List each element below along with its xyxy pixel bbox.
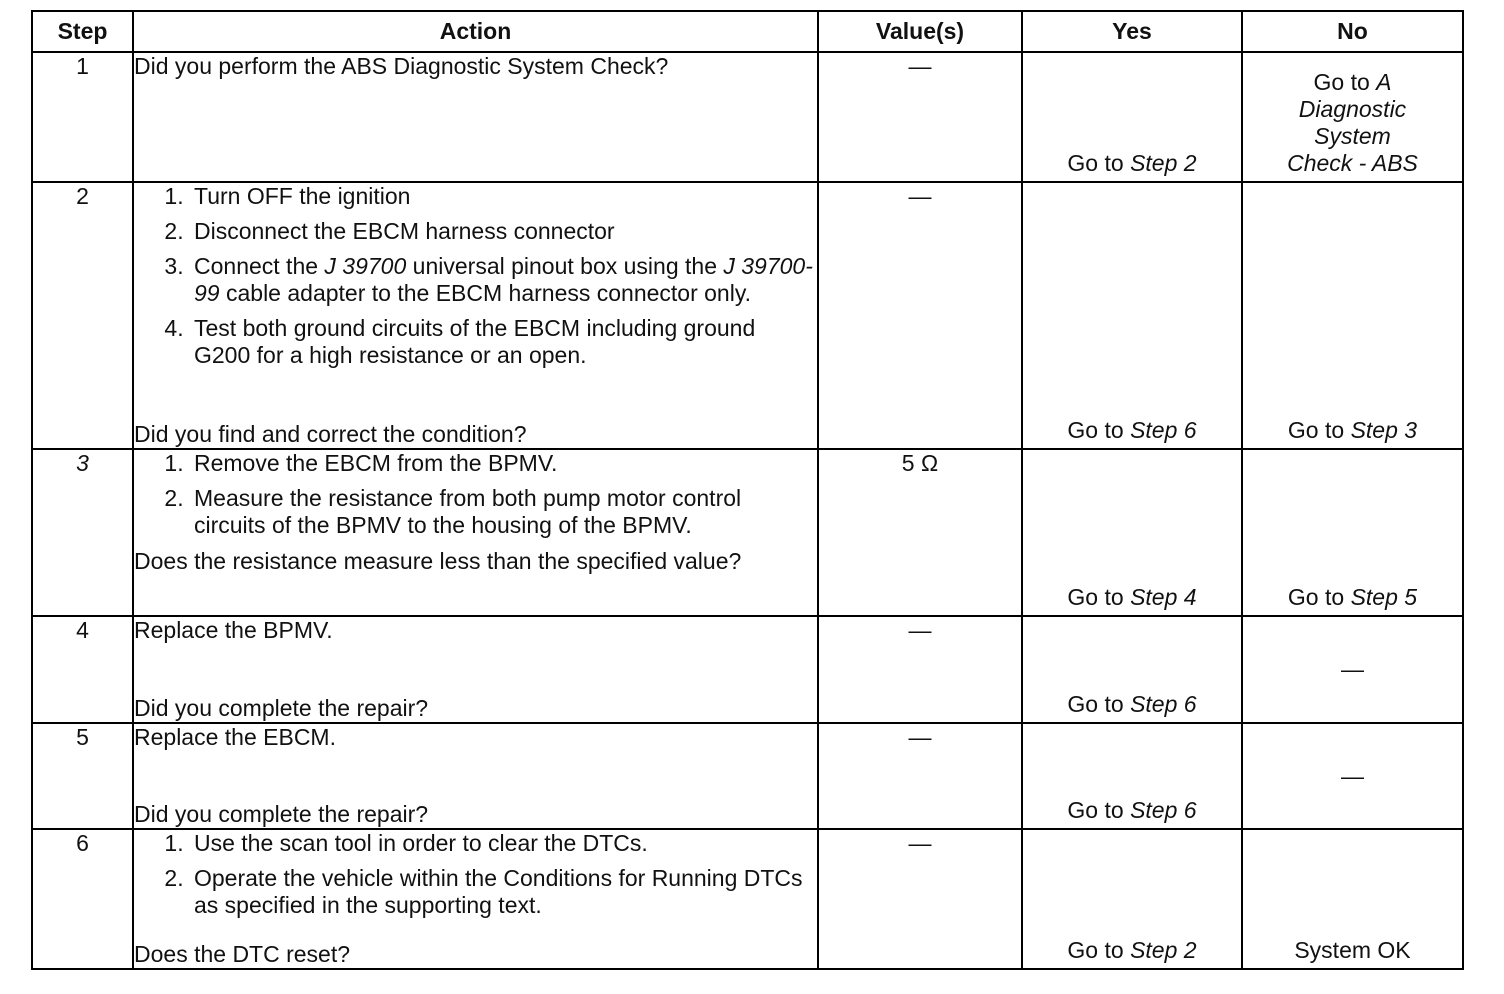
table-row: 1 Did you perform the ABS Diagnostic Sys… [31, 51, 1464, 183]
yes-cell: Go to Step 4 [1021, 448, 1243, 617]
no-ref: System OK [1294, 937, 1411, 963]
header-step: Step [31, 10, 134, 53]
action-cell: Use the scan tool in order to clear the … [132, 828, 819, 970]
yes-ref: Go to Step 6 [1067, 417, 1197, 443]
no-cell: Go to Step 5 [1241, 448, 1464, 617]
action-cell: Did you perform the ABS Diagnostic Syste… [132, 51, 819, 183]
value-cell: — [817, 51, 1023, 183]
no-cell: Go to Step 3 [1241, 181, 1464, 450]
header-row: Step Action Value(s) Yes No [31, 10, 1464, 53]
header-yes: Yes [1021, 10, 1243, 53]
step-number: 2 [31, 181, 134, 450]
step-number: 6 [31, 828, 134, 970]
yes-cell: Go to Step 6 [1021, 722, 1243, 830]
action-cell: Replace the BPMV. Did you complete the r… [132, 615, 819, 724]
yes-cell: Go to Step 6 [1021, 615, 1243, 724]
no-cell: System OK [1241, 828, 1464, 970]
yes-ref: Go to Step 6 [1067, 691, 1197, 717]
yes-ref: Go to Step 2 [1067, 150, 1197, 176]
action-cell: Turn OFF the ignition Disconnect the EBC… [132, 181, 819, 450]
yes-cell: Go to Step 2 [1021, 51, 1243, 183]
table-row: 5 Replace the EBCM. Did you complete the… [31, 722, 1464, 830]
action-step: Use the scan tool in order to clear the … [190, 830, 817, 857]
table-row: 6 Use the scan tool in order to clear th… [31, 828, 1464, 970]
no-ref: Go to A Diagnostic System Check - ABS [1287, 69, 1418, 176]
header-no: No [1241, 10, 1464, 53]
step-number: 3 [31, 448, 134, 617]
header-values: Value(s) [817, 10, 1023, 53]
action-question: Does the DTC reset? [134, 941, 351, 967]
no-cell: — [1241, 615, 1464, 724]
action-step: Test both ground circuits of the EBCM in… [190, 315, 817, 369]
yes-cell: Go to Step 6 [1021, 181, 1243, 450]
action-lead: Replace the EBCM. [134, 724, 336, 750]
action-step: Operate the vehicle within the Condition… [190, 865, 817, 919]
table-row: 2 Turn OFF the ignition Disconnect the E… [31, 181, 1464, 450]
action-question: Does the resistance measure less than th… [134, 548, 742, 574]
step-number: 4 [31, 615, 134, 724]
step-number: 5 [31, 722, 134, 830]
value-cell: — [817, 181, 1023, 450]
table-row: 4 Replace the BPMV. Did you complete the… [31, 615, 1464, 724]
yes-ref: Go to Step 6 [1067, 797, 1197, 823]
no-ref: Go to Step 5 [1287, 584, 1418, 610]
yes-ref: Go to Step 2 [1067, 937, 1197, 963]
table-row: 3 Remove the EBCM from the BPMV. Measure… [31, 448, 1464, 617]
action-steps: Remove the EBCM from the BPMV. Measure t… [134, 450, 817, 543]
action-question: Did you complete the repair? [134, 695, 429, 721]
action-question: Did you complete the repair? [134, 801, 429, 827]
header-action: Action [132, 10, 819, 53]
action-lead: Replace the BPMV. [134, 617, 333, 643]
no-cell: — [1241, 722, 1464, 830]
yes-cell: Go to Step 2 [1021, 828, 1243, 970]
value-cell: — [817, 828, 1023, 970]
no-cell: Go to A Diagnostic System Check - ABS [1241, 51, 1464, 183]
yes-ref: Go to Step 4 [1067, 584, 1197, 610]
action-step: Remove the EBCM from the BPMV. [190, 450, 817, 477]
action-cell: Replace the EBCM. Did you complete the r… [132, 722, 819, 830]
no-ref: Go to Step 3 [1287, 417, 1418, 443]
action-steps: Turn OFF the ignition Disconnect the EBC… [134, 183, 817, 373]
action-question: Did you perform the ABS Diagnostic Syste… [134, 53, 669, 79]
action-step: Disconnect the EBCM harness connector [190, 218, 817, 245]
action-step: Connect the J 39700 universal pinout box… [190, 253, 817, 307]
action-question: Did you find and correct the condition? [134, 421, 527, 447]
action-steps: Use the scan tool in order to clear the … [134, 830, 817, 923]
value-cell: — [817, 615, 1023, 724]
diagnostic-table: Step Action Value(s) Yes No 1 Did you pe… [31, 10, 1464, 970]
step-number: 1 [31, 51, 134, 183]
action-step: Measure the resistance from both pump mo… [190, 485, 817, 539]
value-cell: — [817, 722, 1023, 830]
action-cell: Remove the EBCM from the BPMV. Measure t… [132, 448, 819, 617]
value-cell: 5 Ω [817, 448, 1023, 617]
action-step: Turn OFF the ignition [190, 183, 817, 210]
